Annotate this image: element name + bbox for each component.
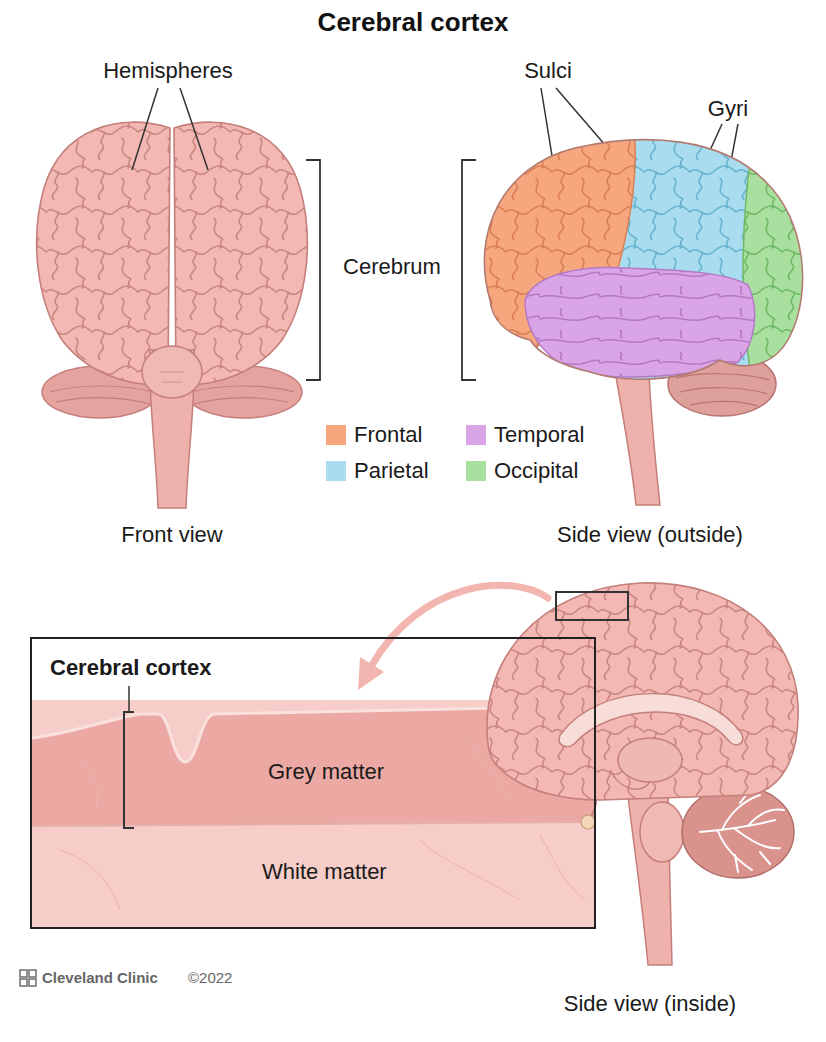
view-caption: Side view (outside) bbox=[557, 522, 743, 547]
legend-swatch bbox=[326, 425, 346, 445]
front-view-brain bbox=[56, 398, 150, 404]
midsagittal-brain bbox=[618, 738, 682, 782]
side-view-brain bbox=[484, 140, 802, 379]
side-view-brain bbox=[743, 100, 826, 420]
credit-text: Cleveland Clinic bbox=[42, 969, 158, 986]
side-view-brain bbox=[743, 100, 826, 420]
logo-icon bbox=[20, 979, 27, 986]
midsagittal-brain bbox=[640, 802, 684, 862]
tissue-label: White matter bbox=[262, 859, 387, 884]
bracket bbox=[306, 160, 320, 380]
legend-text: Frontal bbox=[354, 422, 422, 448]
front-view-brain bbox=[37, 122, 170, 384]
part-label: Hemispheres bbox=[103, 58, 233, 83]
legend-text: Temporal bbox=[494, 422, 584, 448]
midsagittal-brain bbox=[610, 770, 650, 789]
cortex-cross-section bbox=[420, 840, 520, 900]
inset-box: Cerebral cortexGrey matterWhite matter bbox=[30, 637, 596, 929]
logo-icon bbox=[29, 979, 36, 986]
cortex-cross-section bbox=[80, 760, 97, 810]
credit-text: ©2022 bbox=[188, 969, 232, 986]
legend-swatch bbox=[466, 461, 486, 481]
front-view-brain bbox=[190, 386, 294, 392]
tissue-label: Grey matter bbox=[268, 759, 384, 784]
legend-entry: Parietal bbox=[326, 458, 429, 484]
side-view-brain bbox=[690, 401, 758, 406]
side-view-brain bbox=[440, 100, 826, 420]
midsagittal-brain bbox=[682, 786, 794, 878]
front-view-brain bbox=[142, 346, 202, 398]
inset-title: Cerebral cortex bbox=[50, 655, 211, 680]
bracket bbox=[306, 160, 476, 380]
legend-entry: Occipital bbox=[466, 458, 578, 484]
part-label: Cerebrum bbox=[343, 254, 441, 279]
logo-icon bbox=[20, 970, 36, 986]
credit-text: ©2022 bbox=[188, 969, 232, 986]
cortex-cross-section bbox=[540, 835, 585, 900]
front-view-brain bbox=[174, 122, 307, 384]
legend-text: Parietal bbox=[354, 458, 429, 484]
part-label: Sulci bbox=[524, 58, 572, 83]
part-label: Gyri bbox=[708, 96, 748, 121]
midsagittal-brain bbox=[487, 583, 798, 965]
side-view-brain bbox=[676, 374, 770, 380]
midsagittal-brain bbox=[718, 831, 752, 870]
midsagittal-brain bbox=[735, 829, 780, 848]
midsagittal-brain bbox=[700, 790, 784, 872]
zoom-arrow bbox=[358, 657, 384, 690]
legend-entry: Frontal bbox=[326, 422, 422, 448]
view-caption: Front view bbox=[121, 522, 222, 547]
zoom-arrow bbox=[372, 585, 548, 665]
midsagittal-brain bbox=[487, 583, 798, 800]
cortex-cross-section bbox=[124, 712, 134, 828]
logo-icon bbox=[20, 970, 27, 977]
leader-line bbox=[132, 88, 158, 170]
midsagittal-brain bbox=[581, 815, 595, 829]
legend-swatch bbox=[326, 461, 346, 481]
midsagittal-brain bbox=[487, 583, 798, 800]
midsagittal-brain bbox=[735, 790, 770, 872]
front-view-brain bbox=[194, 398, 288, 404]
part-label: Sulci bbox=[524, 58, 572, 83]
logo-icon bbox=[29, 970, 36, 977]
front-view-brain bbox=[37, 122, 170, 384]
legend-swatch bbox=[466, 425, 486, 445]
bracket bbox=[462, 160, 476, 380]
cortex-cross-section bbox=[128, 686, 130, 712]
front-view-brain bbox=[174, 122, 307, 384]
part-label: Gyri bbox=[708, 96, 748, 121]
part-label: Cerebrum bbox=[343, 254, 441, 279]
cortex-cross-section bbox=[31, 822, 594, 826]
side-view-brain bbox=[440, 100, 826, 505]
credit-text: Cleveland Clinic bbox=[42, 969, 158, 986]
part-label: Hemispheres bbox=[103, 58, 233, 83]
legend-entry: Temporal bbox=[466, 422, 584, 448]
view-caption: Front view bbox=[121, 522, 222, 547]
front-view-brain bbox=[50, 386, 154, 392]
side-view-brain bbox=[676, 374, 770, 406]
legend-text: Occipital bbox=[494, 458, 578, 484]
front-view-brain bbox=[160, 372, 184, 382]
cortex-cross-section bbox=[60, 850, 120, 910]
view-caption: Side view (inside) bbox=[564, 991, 736, 1016]
title-text: Cerebral cortex bbox=[318, 8, 509, 38]
midsagittal-brain bbox=[748, 810, 784, 826]
midsagittal-brain bbox=[556, 592, 628, 620]
leader-line bbox=[180, 88, 208, 170]
view-caption: Side view (outside) bbox=[557, 522, 743, 547]
title-text: Cerebral cortex bbox=[318, 7, 509, 37]
side-view-brain bbox=[680, 388, 768, 394]
front-view-brain bbox=[37, 122, 308, 508]
view-caption: Side view (inside) bbox=[564, 991, 736, 1016]
